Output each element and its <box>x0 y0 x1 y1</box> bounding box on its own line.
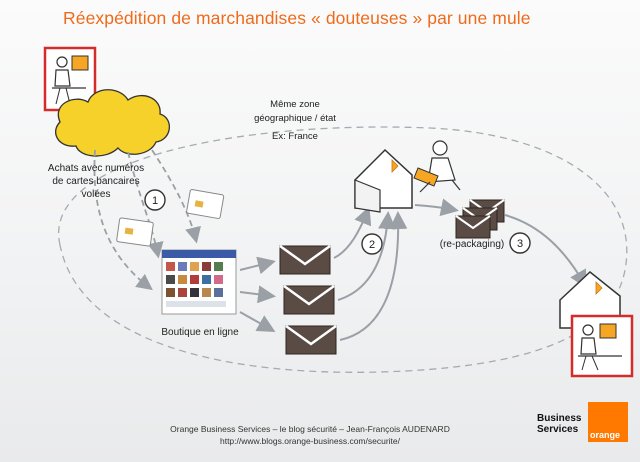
mule-house-icon <box>354 148 413 213</box>
stolen-cards-label: Achats avec numéros de cartes bancaires … <box>47 163 145 200</box>
zone-boundary <box>57 126 628 373</box>
orange-logo <box>588 402 628 442</box>
destination-house-icon <box>559 271 621 329</box>
shop-label: Boutique en ligne <box>161 327 239 338</box>
online-shop-image <box>161 249 237 315</box>
attacker-computer-icon <box>43 46 97 112</box>
credit-card-icon <box>186 189 225 219</box>
brand-name: Business Services <box>537 413 582 435</box>
envelope-icon <box>279 244 331 275</box>
envelope-icon <box>283 284 335 315</box>
footer: Orange Business Services – le blog sécur… <box>170 424 450 446</box>
zone-label: Même zone géographique / état Ex: France <box>254 99 336 142</box>
envelope-icon <box>285 324 337 355</box>
repackaging-label: (re-packaging) <box>439 239 505 250</box>
svg-text:2: 2 <box>369 239 375 251</box>
cloud-icon <box>55 89 170 157</box>
credit-card-icon <box>116 217 154 247</box>
step-3-marker: 3 <box>509 232 531 254</box>
step-2-marker: 2 <box>361 233 383 255</box>
orange-logo-text: orange <box>590 430 621 440</box>
person-laptop-icon <box>413 140 461 193</box>
page-title: Réexpédition de marchandises « douteuses… <box>63 8 531 28</box>
repackaged-envelopes-icon <box>455 199 505 239</box>
step-1-marker: 1 <box>144 189 166 211</box>
svg-text:3: 3 <box>517 238 523 250</box>
svg-text:1: 1 <box>152 195 158 207</box>
recipient-computer-icon <box>570 314 634 378</box>
